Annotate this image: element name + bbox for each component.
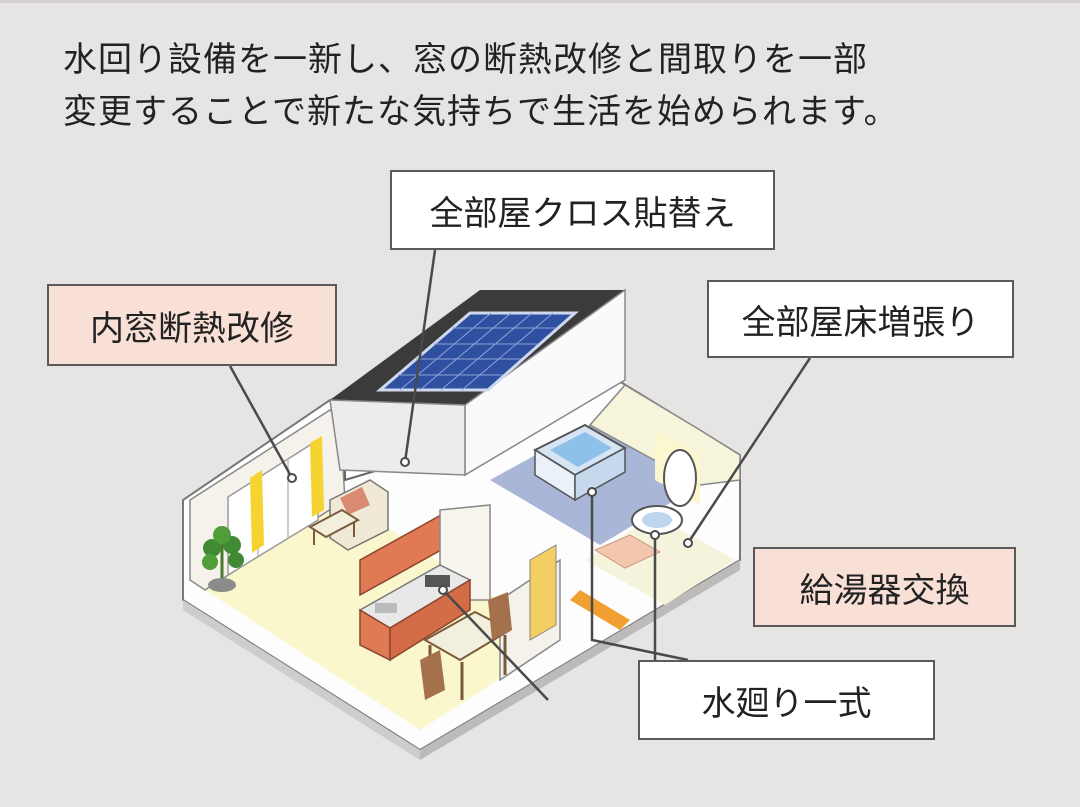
solar-panel xyxy=(375,311,579,392)
curtain-left xyxy=(250,470,264,553)
callout-flooring: 全部屋床増張り xyxy=(707,280,1014,358)
headline: 水回り設備を一新し、窓の断熱改修と間取りを一部 変更することで新たな気持ちで生活… xyxy=(63,34,1023,138)
headline-line-2: 変更することで新たな気持ちで生活を始められます。 xyxy=(63,92,899,132)
callout-inner-window: 内窓断熱改修 xyxy=(47,284,337,366)
living-furniture xyxy=(202,479,513,700)
toilet xyxy=(593,449,697,569)
callout-wallpaper: 全部屋クロス貼替え xyxy=(390,170,775,250)
chair-2 xyxy=(488,592,512,640)
toilet-mat xyxy=(593,534,662,569)
callout-plumbing: 水廻り一式 xyxy=(638,660,935,740)
callout-water-heater: 給湯器交換 xyxy=(753,547,1016,627)
curtain-right xyxy=(310,436,324,517)
hallway-floor xyxy=(570,590,630,630)
kitchen xyxy=(358,504,491,662)
chair-1 xyxy=(420,650,445,700)
door xyxy=(529,544,557,641)
potted-plant xyxy=(202,526,244,592)
coffee-table xyxy=(308,508,360,539)
roof-block xyxy=(329,288,626,477)
leader-dots xyxy=(287,457,693,595)
toilet-floor xyxy=(585,515,735,605)
headline-line-1: 水回り設備を一新し、窓の断熱改修と間取りを一部 xyxy=(63,40,868,80)
bathtub xyxy=(532,423,628,502)
top-border-line xyxy=(0,0,1080,3)
